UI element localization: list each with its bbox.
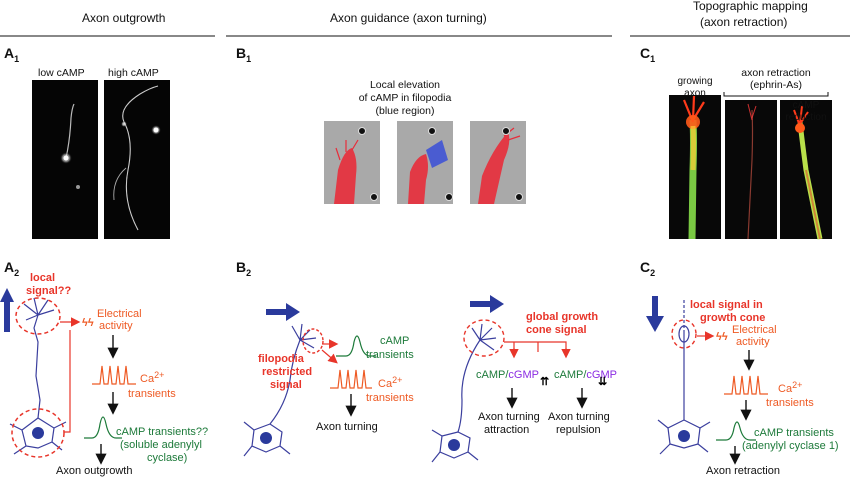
c1-retraction-line1: axon retraction bbox=[741, 67, 811, 79]
a1-micrograph-low bbox=[32, 80, 98, 239]
b1-image-1 bbox=[324, 121, 380, 204]
a2-soma-circle bbox=[11, 408, 65, 458]
a1-micrograph-high bbox=[104, 80, 170, 239]
b2-neuron-right bbox=[431, 323, 497, 463]
b2-up-arrows-icon: ⇈ bbox=[540, 376, 549, 388]
b2-attraction-line2: attraction bbox=[484, 424, 529, 436]
a1-label-low: low cAMP bbox=[38, 67, 85, 79]
panel-label-b1: B1 bbox=[236, 45, 251, 64]
b2-filopodia-line3: signal bbox=[270, 379, 302, 391]
a2-electrical-line1: Electrical bbox=[97, 308, 142, 320]
header-axon-outgrowth: Axon outgrowth bbox=[82, 11, 165, 25]
b2-turning-arrow-right bbox=[470, 295, 504, 313]
panel-label-b2: B2 bbox=[236, 259, 251, 278]
b2-repulsion-line1: Axon turning bbox=[548, 411, 610, 423]
c1-image-retraction bbox=[725, 100, 777, 240]
panel-label-c1: C1 bbox=[640, 45, 655, 64]
b2-ca-spikes bbox=[330, 369, 372, 389]
b2-filopodia-circle bbox=[302, 328, 324, 354]
c2-outcome: Axon retraction bbox=[706, 465, 780, 477]
c1-image-growing bbox=[669, 95, 721, 240]
b2-down-arrows-icon: ⇊ bbox=[598, 376, 607, 388]
b2-branch-lines bbox=[504, 341, 567, 352]
b2-filopodia-line1: filopodia bbox=[258, 353, 305, 365]
c1-growing-line1: growing bbox=[677, 76, 712, 87]
a2-camp-line3: cyclase) bbox=[147, 452, 187, 464]
a2-neuron bbox=[9, 297, 67, 455]
c2-electrical-line1: Electrical bbox=[732, 324, 777, 336]
a2-growth-direction-arrow bbox=[0, 288, 14, 332]
c1-growing-line2: axon bbox=[684, 88, 706, 99]
a2-camp-line2: (soluble adenylyl bbox=[120, 439, 202, 451]
c2-camp-curve bbox=[716, 421, 756, 441]
b2-global-line1: global growth bbox=[526, 311, 598, 323]
panel-label-a2: A2 bbox=[4, 259, 19, 278]
a2-ca: Ca2+ bbox=[140, 370, 164, 385]
b2-neuron-left bbox=[243, 323, 317, 457]
c2-ca: Ca2+ bbox=[778, 380, 802, 395]
b1-caption-line3: (blue region) bbox=[376, 105, 435, 117]
a2-camp-curve bbox=[84, 416, 122, 439]
c2-growth-cone bbox=[678, 325, 690, 343]
a2-outcome: Axon outgrowth bbox=[56, 465, 132, 477]
a2-ca-spikes bbox=[92, 365, 136, 385]
b2-ca: Ca2+ bbox=[378, 375, 402, 390]
b2-repulsion-line2: repulsion bbox=[556, 424, 601, 436]
b2-filopodia-line2: restricted bbox=[262, 366, 312, 378]
b2-attraction-line1: Axon turning bbox=[478, 411, 540, 423]
panel-label-c2: C2 bbox=[640, 259, 655, 278]
b2-ca-transients: transients bbox=[366, 392, 414, 404]
b2-global-line2: cone signal bbox=[526, 324, 587, 336]
c2-local-circle bbox=[671, 319, 697, 349]
header-topographic: Topographic mapping bbox=[693, 0, 808, 13]
c2-electrical-line2: activity bbox=[736, 336, 770, 348]
b2-ratio-attraction: cAMP/cGMP bbox=[476, 369, 539, 381]
b2-camp-line1: cAMP bbox=[380, 335, 409, 347]
c1-reduction-line1: cAMP bbox=[793, 100, 820, 111]
panel-label-a1: A1 bbox=[4, 45, 19, 64]
header-axon-guidance: Axon guidance (axon turning) bbox=[330, 11, 487, 25]
b2-outcome: Axon turning bbox=[316, 421, 378, 433]
b1-image-3 bbox=[470, 121, 526, 204]
c2-ca-spikes bbox=[724, 375, 768, 395]
c2-local-line2: growth cone bbox=[700, 312, 765, 324]
b2-arrow-to-ca bbox=[321, 349, 338, 364]
a2-transients: transients bbox=[128, 388, 176, 400]
a2-bolt-icon: ϟϟ bbox=[82, 317, 94, 329]
c2-local-line1: local signal in bbox=[690, 299, 763, 311]
b2-camp-curve bbox=[336, 335, 376, 357]
c1-bracket bbox=[723, 92, 829, 97]
b2-camp-line2: transients bbox=[366, 349, 414, 361]
b2-ratio-repulsion: cAMP/cGMP bbox=[554, 369, 617, 381]
c2-camp-line1: cAMP transients bbox=[754, 427, 834, 439]
a2-soma-link bbox=[64, 330, 71, 433]
a1-label-high: high cAMP bbox=[108, 67, 159, 79]
c2-retraction-arrow bbox=[646, 296, 664, 332]
c1-reduction-line2: reduction bbox=[785, 112, 826, 123]
a2-electrical-line2: activity bbox=[99, 320, 133, 332]
c2-camp-line2: (adenylyl cyclase 1) bbox=[742, 440, 839, 452]
b1-caption-line2: of cAMP in filopodia bbox=[359, 92, 452, 104]
a2-camp-line1: cAMP transients?? bbox=[116, 426, 208, 438]
a2-local-signal-line1: local bbox=[30, 272, 55, 284]
b1-caption-line1: Local elevation bbox=[370, 79, 440, 91]
c2-neuron bbox=[657, 300, 711, 455]
c2-transients: transients bbox=[766, 397, 814, 409]
c1-retraction-line2: (ephrin-As) bbox=[750, 79, 802, 91]
c2-bolt-icon: ϟϟ bbox=[716, 331, 728, 343]
b2-turning-arrow-left bbox=[266, 303, 300, 321]
a2-growth-cone-circle bbox=[15, 297, 61, 335]
a2-local-signal-line2: signal?? bbox=[26, 285, 72, 297]
header-retraction: (axon retraction) bbox=[700, 15, 787, 29]
c1-image-reduction bbox=[780, 100, 832, 240]
b2-global-circle bbox=[463, 319, 505, 357]
b1-image-2 bbox=[397, 121, 453, 204]
